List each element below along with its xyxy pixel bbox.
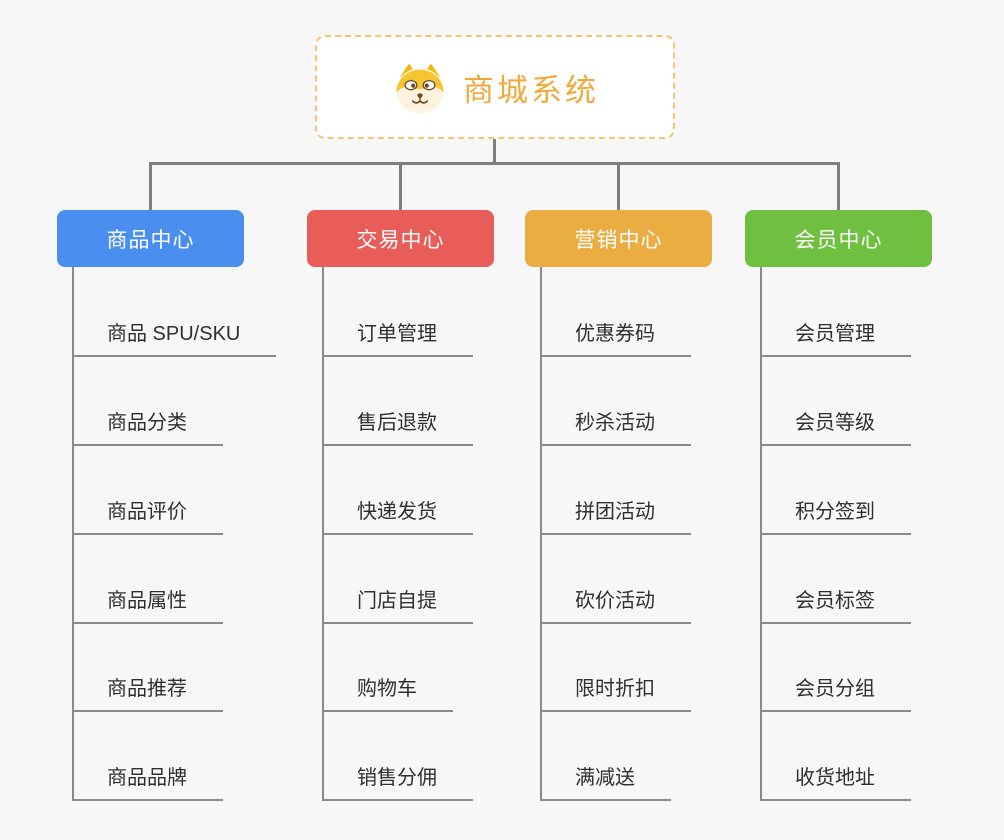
topic-item[interactable]: 会员管理	[760, 321, 911, 357]
branch-label: 交易中心	[356, 228, 445, 252]
topic-item[interactable]: 商品品牌	[72, 765, 223, 801]
topic-item[interactable]: 优惠券码	[540, 321, 691, 357]
topic-label: 购物车	[357, 678, 417, 700]
topic-label: 会员管理	[795, 323, 875, 345]
topic-item[interactable]: 订单管理	[322, 321, 473, 357]
branch-product-center: 商品中心 商品 SPU/SKU 商品分类 商品评价 商品属性 商品推荐 商品品牌	[57, 210, 317, 810]
topic-item[interactable]: 拼团活动	[540, 499, 691, 535]
topic-item[interactable]: 会员等级	[760, 410, 911, 446]
topic-item[interactable]: 会员标签	[760, 588, 911, 624]
topic-label: 砍价活动	[575, 590, 655, 612]
topic-label: 售后退款	[357, 412, 437, 434]
connector-root-stem	[493, 138, 496, 165]
topic-item[interactable]: 积分签到	[760, 499, 911, 535]
topic-item[interactable]: 限时折扣	[540, 676, 691, 712]
topic-item[interactable]: 商品推荐	[72, 676, 223, 712]
topic-label: 销售分佣	[357, 767, 437, 789]
topic-item[interactable]: 销售分佣	[322, 765, 473, 801]
branch-label: 会员中心	[794, 228, 883, 252]
branch-header-marketing[interactable]: 营销中心	[525, 210, 712, 267]
topic-item[interactable]: 商品属性	[72, 588, 223, 624]
topic-label: 商品评价	[107, 501, 187, 523]
connector-horizontal-bar	[149, 162, 840, 165]
branch-trade-center: 交易中心 订单管理 售后退款 快递发货 门店自提 购物车 销售分佣	[307, 210, 567, 810]
branch-label: 商品中心	[106, 228, 195, 252]
topic-item[interactable]: 售后退款	[322, 410, 473, 446]
branch-header-product[interactable]: 商品中心	[57, 210, 244, 267]
branch-header-trade[interactable]: 交易中心	[307, 210, 494, 267]
topic-item[interactable]: 商品评价	[72, 499, 223, 535]
root-title: 商城系统	[463, 72, 599, 108]
topic-item[interactable]: 门店自提	[322, 588, 473, 624]
topic-item[interactable]: 砍价活动	[540, 588, 691, 624]
topic-label: 拼团活动	[575, 501, 655, 523]
topic-item[interactable]: 商品 SPU/SKU	[72, 321, 277, 357]
topic-item[interactable]: 会员分组	[760, 676, 911, 712]
branch-header-member[interactable]: 会员中心	[745, 210, 932, 267]
topic-label: 会员标签	[795, 590, 875, 612]
topic-label: 优惠券码	[575, 323, 655, 345]
topic-item[interactable]: 快递发货	[322, 499, 473, 535]
connector-drop-product	[149, 164, 152, 211]
topic-label: 限时折扣	[575, 678, 655, 700]
topic-label: 收货地址	[795, 767, 875, 789]
topic-label: 订单管理	[357, 323, 437, 345]
topic-label: 满减送	[575, 767, 635, 789]
topic-label: 秒杀活动	[575, 412, 655, 434]
branch-marketing-center: 营销中心 优惠券码 秒杀活动 拼团活动 砍价活动 限时折扣 满减送	[525, 210, 785, 810]
topic-label: 商品分类	[107, 412, 187, 434]
topic-label: 会员等级	[795, 412, 875, 434]
topic-item[interactable]: 商品分类	[72, 410, 223, 446]
root-node[interactable]: 商城系统	[315, 35, 675, 139]
topic-item[interactable]: 购物车	[322, 676, 453, 712]
topic-label: 快递发货	[357, 501, 437, 523]
connector-drop-trade	[399, 164, 402, 211]
branch-member-center: 会员中心 会员管理 会员等级 积分签到 会员标签 会员分组 收货地址	[745, 210, 1004, 810]
topic-label: 积分签到	[795, 501, 875, 523]
branch-label: 营销中心	[574, 228, 663, 252]
topic-label: 商品属性	[107, 590, 187, 612]
topic-label: 商品 SPU/SKU	[107, 323, 241, 345]
connector-drop-member	[837, 164, 840, 211]
topic-item[interactable]: 收货地址	[760, 765, 911, 801]
topic-label: 商品品牌	[107, 767, 187, 789]
dog-face-icon	[391, 59, 449, 115]
connector-drop-marketing	[617, 164, 620, 211]
topic-label: 商品推荐	[107, 678, 187, 700]
topic-label: 门店自提	[357, 590, 437, 612]
topic-item[interactable]: 满减送	[540, 765, 671, 801]
topic-label: 会员分组	[795, 678, 875, 700]
topic-item[interactable]: 秒杀活动	[540, 410, 691, 446]
